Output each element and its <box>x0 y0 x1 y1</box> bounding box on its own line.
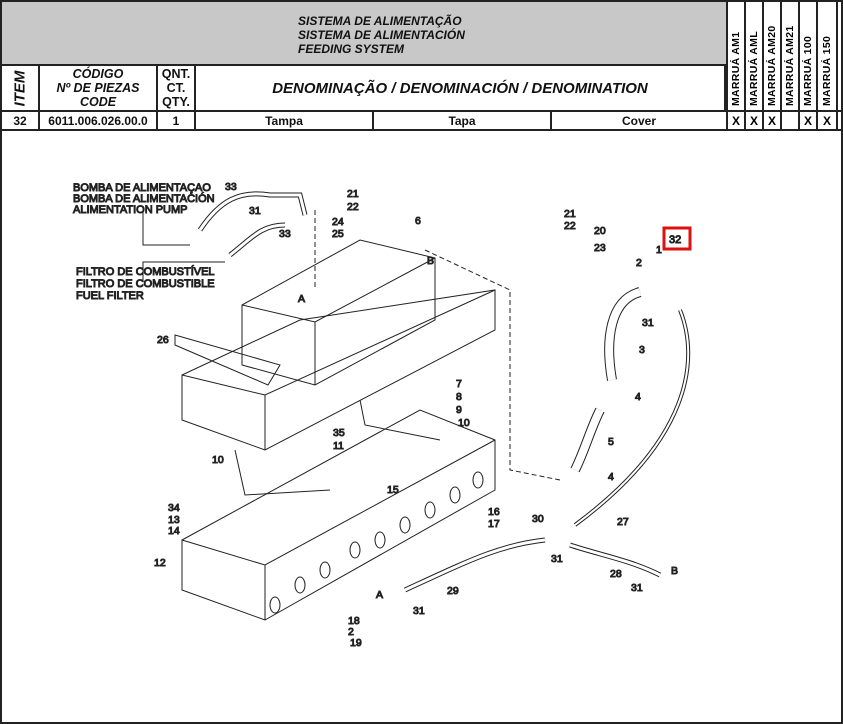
row-code: 6011.006.026.00.0 <box>40 112 158 130</box>
code-label-en: CODE <box>79 95 117 109</box>
mark-100: X <box>798 112 816 130</box>
col-denomination-header: DENOMINAÇÃO / DENOMINACIÓN / DENOMINATIO… <box>196 64 726 112</box>
title-es: SISTEMA DE ALIMENTACIÓN <box>298 28 465 42</box>
mark-am20: X <box>762 112 780 130</box>
model-am21: MARRUÁ AM21 <box>780 2 798 110</box>
code-label-es: Nº DE PIEZAS <box>56 81 140 95</box>
model-100: MARRUÁ 100 <box>798 2 816 110</box>
row-item: 32 <box>2 112 40 130</box>
item-label: ITEM <box>11 70 29 106</box>
mark-aml: X <box>744 112 762 130</box>
code-label-pt: CÓDIGO <box>72 67 124 81</box>
model-am20: MARRUÁ AM20 <box>762 2 780 110</box>
title-en: FEEDING SYSTEM <box>298 42 405 56</box>
model-aml: MARRUÁ AML <box>744 2 762 110</box>
qty-label-en: QTY. <box>162 95 190 109</box>
section-title: SISTEMA DE ALIMENTAÇÃO SISTEMA DE ALIMEN… <box>298 14 465 56</box>
model-am1: MARRUÁ AM1 <box>726 2 744 110</box>
row-name-pt: Tampa <box>196 112 374 130</box>
col-code-header: CÓDIGO Nº DE PIEZAS CODE <box>40 64 158 112</box>
col-qty-header: QNT. CT. QTY. <box>158 64 196 112</box>
col-item-header: ITEM <box>2 64 40 112</box>
qty-label-es: CT. <box>166 81 186 95</box>
denomination-label: DENOMINAÇÃO / DENOMINACIÓN / DENOMINATIO… <box>272 79 648 97</box>
mark-am1: X <box>726 112 744 130</box>
row-name-en: Cover <box>621 114 656 128</box>
row-qty: 1 <box>158 112 196 130</box>
mark-150: X <box>816 112 838 130</box>
row-name-es: Tapa <box>374 112 552 130</box>
mark-am21 <box>780 112 798 130</box>
model-150: MARRUÁ 150 <box>816 2 838 110</box>
title-pt: SISTEMA DE ALIMENTAÇÃO <box>298 14 462 28</box>
qty-label-pt: QNT. <box>161 67 191 81</box>
